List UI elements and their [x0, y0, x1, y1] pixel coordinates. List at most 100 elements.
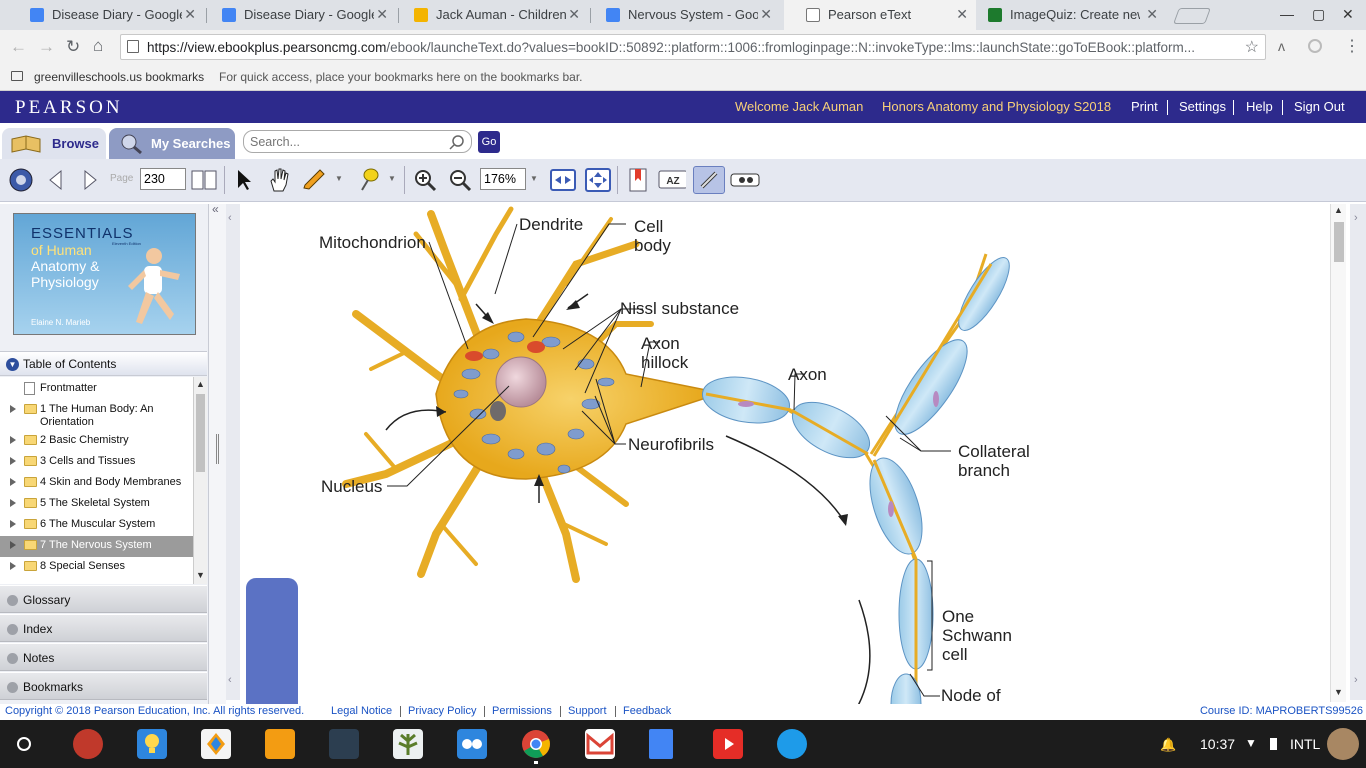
- close-tab-icon[interactable]: ✕: [1146, 6, 1158, 22]
- toc-item-chapter-8[interactable]: 8 Special Senses: [0, 557, 194, 578]
- close-tab-icon[interactable]: ✕: [568, 6, 580, 22]
- gmail-icon[interactable]: [585, 729, 615, 759]
- settings-link[interactable]: Settings: [1179, 99, 1226, 114]
- next-page-strip[interactable]: › ›: [1350, 204, 1366, 700]
- new-tab-button[interactable]: [1173, 8, 1211, 24]
- chevron-down-icon[interactable]: ▼: [530, 174, 538, 183]
- notification-bell-icon[interactable]: 🔔: [1160, 737, 1177, 752]
- app-icon-owl[interactable]: [457, 729, 487, 759]
- tab-nervous-system[interactable]: Nervous System - Googl ✕: [584, 0, 780, 30]
- expand-arrow-icon[interactable]: [10, 541, 16, 549]
- bookmark-page-icon[interactable]: [624, 166, 652, 194]
- zoom-level-input[interactable]: [480, 168, 526, 190]
- tab-jack-auman[interactable]: Jack Auman - Children's ✕: [392, 0, 588, 30]
- back-icon[interactable]: ←: [10, 37, 27, 56]
- clock[interactable]: 10:37: [1200, 736, 1236, 752]
- tab-disease-diary-1[interactable]: Disease Diary - Google D ✕: [8, 0, 204, 30]
- expand-arrow-icon[interactable]: [10, 478, 16, 486]
- legal-notice-link[interactable]: Legal Notice: [331, 705, 393, 717]
- scrollbar-thumb[interactable]: [196, 394, 205, 472]
- input-method[interactable]: INTL: [1290, 736, 1321, 752]
- minimize-icon[interactable]: —: [1280, 6, 1294, 22]
- fit-width-icon[interactable]: [549, 166, 577, 194]
- support-link[interactable]: Support: [568, 705, 607, 717]
- scroll-down-icon[interactable]: ▼: [1334, 687, 1343, 697]
- search-icon[interactable]: [449, 134, 465, 150]
- toc-header[interactable]: ▼ Table of Contents: [0, 351, 207, 376]
- fit-page-icon[interactable]: [584, 166, 612, 194]
- toc-item-chapter-5[interactable]: 5 The Skeletal System: [0, 494, 194, 515]
- book-cover[interactable]: ESSENTIALS of Human Anatomy & Physiology…: [13, 213, 196, 335]
- permissions-link[interactable]: Permissions: [492, 705, 552, 717]
- chevron-left-icon[interactable]: ‹: [228, 674, 232, 686]
- chevron-down-icon[interactable]: ▼: [388, 174, 396, 183]
- google-docs-icon[interactable]: [649, 729, 673, 759]
- page-info-icon[interactable]: [127, 40, 139, 53]
- home-globe-icon[interactable]: [7, 166, 35, 194]
- youtube-icon[interactable]: [713, 729, 743, 759]
- tab-imagequiz[interactable]: ImageQuiz: Create new d ✕: [966, 0, 1166, 30]
- app-icon-robot[interactable]: [329, 729, 359, 759]
- menu-dots-icon[interactable]: ⋮: [1344, 38, 1360, 55]
- zoom-out-icon[interactable]: [446, 166, 474, 194]
- two-page-view-icon[interactable]: [190, 166, 218, 194]
- forward-icon[interactable]: →: [38, 37, 55, 56]
- glossary-az-icon[interactable]: AZ: [658, 166, 686, 194]
- bookmark-star-icon[interactable]: ☆: [1244, 39, 1259, 56]
- expand-arrow-icon[interactable]: [10, 405, 16, 413]
- media-icon[interactable]: [729, 166, 761, 194]
- toc-item-chapter-7-selected[interactable]: 7 The Nervous System: [0, 536, 194, 557]
- index-panel[interactable]: Index: [0, 614, 207, 642]
- chevron-right-icon[interactable]: ›: [1354, 212, 1358, 224]
- app-icon-tree[interactable]: [393, 729, 423, 759]
- chevron-left-icon[interactable]: ‹: [228, 212, 232, 224]
- toc-item-chapter-6[interactable]: 6 The Muscular System: [0, 515, 194, 536]
- course-link[interactable]: Honors Anatomy and Physiology S2018: [882, 99, 1112, 114]
- close-tab-icon[interactable]: ✕: [956, 6, 968, 22]
- splitter-grip[interactable]: [216, 434, 219, 464]
- tab-disease-diary-2[interactable]: Disease Diary - Google D ✕: [200, 0, 396, 30]
- close-tab-icon[interactable]: ✕: [184, 6, 196, 22]
- bully-app-icon[interactable]: [73, 729, 103, 759]
- pan-hand-icon[interactable]: [265, 166, 293, 194]
- page-scrollbar[interactable]: ▲ ▼: [1330, 204, 1346, 702]
- toc-scrollbar[interactable]: ▲ ▼: [193, 377, 207, 584]
- next-page-icon[interactable]: [76, 166, 104, 194]
- launcher-icon[interactable]: [17, 737, 31, 751]
- chevron-right-icon[interactable]: ›: [1354, 674, 1358, 686]
- extension-icon[interactable]: ʌ: [1278, 38, 1285, 54]
- toc-item-chapter-3[interactable]: 3 Cells and Tissues: [0, 452, 194, 473]
- note-pin-icon[interactable]: [355, 166, 383, 194]
- drawing-app-icon[interactable]: [777, 729, 807, 759]
- glossary-panel[interactable]: Glossary: [0, 585, 207, 613]
- scroll-up-icon[interactable]: ▲: [1334, 205, 1343, 215]
- sidebar-splitter[interactable]: «: [209, 202, 226, 704]
- expand-arrow-icon[interactable]: [10, 436, 16, 444]
- sign-out-link[interactable]: Sign Out: [1294, 99, 1345, 114]
- feedback-link[interactable]: Feedback: [623, 705, 672, 717]
- scroll-down-icon[interactable]: ▼: [196, 570, 205, 580]
- previous-page-icon[interactable]: [42, 166, 70, 194]
- close-tab-icon[interactable]: ✕: [760, 6, 772, 22]
- home-icon[interactable]: ⌂: [93, 36, 104, 55]
- keep-lightbulb-icon[interactable]: [137, 729, 167, 759]
- collapse-toc-icon[interactable]: ▼: [6, 358, 19, 371]
- select-pointer-icon[interactable]: [230, 166, 258, 194]
- my-searches-tab[interactable]: My Searches: [109, 128, 235, 159]
- toc-item-frontmatter[interactable]: Frontmatter: [0, 379, 194, 400]
- battery-icon[interactable]: [1270, 738, 1277, 750]
- toc-item-chapter-1[interactable]: 1 The Human Body: An Orientation: [0, 400, 194, 430]
- go-button[interactable]: Go: [478, 131, 500, 153]
- highlighter-icon[interactable]: [300, 166, 328, 194]
- reload-icon[interactable]: ↻: [66, 37, 81, 56]
- print-link[interactable]: Print: [1131, 99, 1158, 114]
- extension-circle-icon[interactable]: [1308, 39, 1322, 53]
- expand-arrow-icon[interactable]: [10, 562, 16, 570]
- address-bar[interactable]: https://view.ebookplus.pearsoncmg.com/eb…: [120, 34, 1266, 60]
- toc-item-chapter-2[interactable]: 2 Basic Chemistry: [0, 431, 194, 452]
- notes-panel[interactable]: Notes: [0, 643, 207, 671]
- chrome-icon[interactable]: [521, 729, 551, 759]
- search-input[interactable]: [250, 133, 440, 150]
- expand-arrow-icon[interactable]: [10, 457, 16, 465]
- help-link[interactable]: Help: [1246, 99, 1273, 114]
